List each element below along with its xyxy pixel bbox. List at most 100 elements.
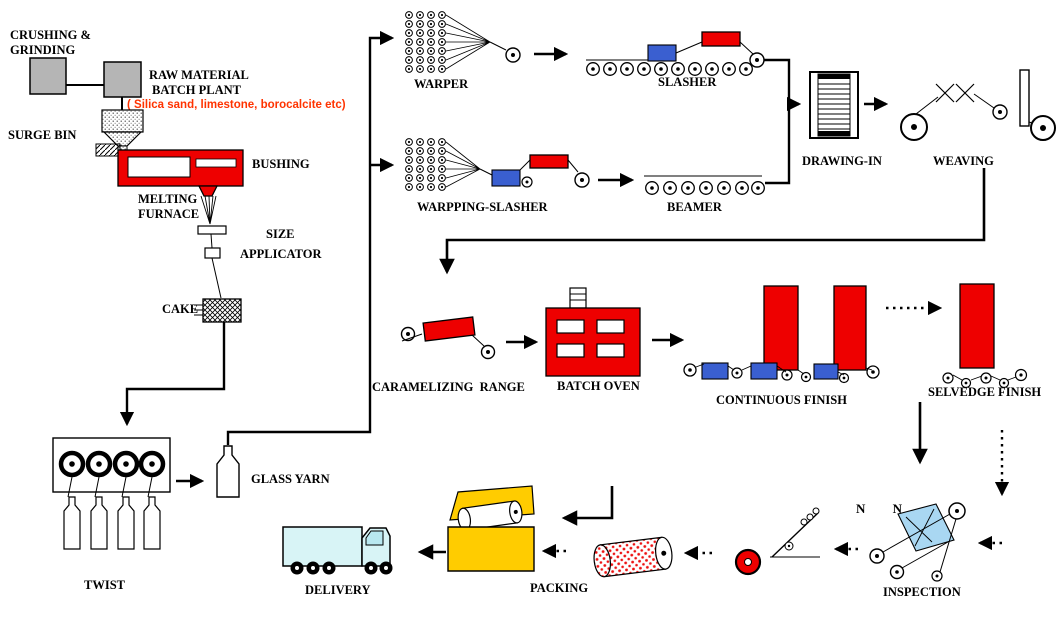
gathering-shoe bbox=[204, 247, 221, 259]
continuous-finish-label: CONTINUOUS FINISH bbox=[716, 393, 847, 407]
warpping-slasher-size-box bbox=[491, 169, 521, 187]
caramelizing-oven bbox=[422, 316, 476, 342]
melting-furnace-label-2: FURNACE bbox=[138, 207, 199, 221]
twist-machine: TWIST bbox=[52, 437, 171, 592]
selvedge-tower bbox=[959, 283, 995, 369]
truck-window bbox=[365, 530, 384, 546]
slasher-label: SLASHER bbox=[658, 75, 717, 89]
beamer-rollers bbox=[645, 181, 765, 195]
finish-threadline bbox=[695, 363, 873, 376]
slasher-rollers bbox=[586, 62, 753, 76]
slasher: SLASHER bbox=[586, 31, 802, 112]
glass-yarn: GLASS YARN bbox=[216, 445, 330, 498]
warpping-slasher-dryer bbox=[529, 154, 569, 169]
inspection-marks: N N bbox=[856, 501, 914, 516]
warper-yarn-fan bbox=[445, 14, 491, 70]
surge-bin-body bbox=[101, 109, 144, 133]
finish-tower-2 bbox=[833, 285, 867, 371]
forehearth-channel bbox=[195, 158, 237, 168]
drawing-in-frame bbox=[809, 71, 859, 139]
cake-label: CAKE bbox=[162, 302, 198, 316]
arrow-weaving-to-caramelizing bbox=[439, 168, 986, 275]
connector-beamer-to-drawing-in bbox=[765, 106, 791, 185]
truck-cargo-box bbox=[282, 526, 363, 567]
weaving: WEAVING bbox=[439, 69, 1056, 275]
batch-oven-body bbox=[545, 307, 641, 377]
size-applicator: SIZE APPLICATOR bbox=[197, 195, 322, 299]
cake-package bbox=[202, 298, 242, 323]
beamer: BEAMER bbox=[644, 106, 791, 214]
selvedge-finish-label: SELVEDGE FINISH bbox=[928, 385, 1041, 399]
truck-wheels bbox=[290, 561, 393, 575]
bushing-label: BUSHING bbox=[252, 157, 310, 171]
warpping-slasher-yarn-fan bbox=[445, 141, 481, 188]
caramelizing-range: CARAMELIZING RANGE bbox=[372, 316, 539, 394]
reed-beater bbox=[1019, 69, 1030, 127]
warpping-slasher-creel bbox=[405, 138, 446, 191]
twist-label: TWIST bbox=[84, 578, 126, 592]
delivery-label: DELIVERY bbox=[305, 583, 371, 597]
crushing-grinding-label-2: GRINDING bbox=[10, 43, 76, 57]
cloth-roll-package bbox=[541, 536, 673, 578]
warpping-slasher: WARPPING-SLASHER bbox=[405, 138, 635, 214]
dip-tank-2 bbox=[750, 362, 778, 380]
raw-material-note: ( Silica sand, limestone, borocalcite et… bbox=[127, 99, 346, 111]
size-applicator-label-1: SIZE bbox=[266, 227, 295, 241]
batch-oven-label: BATCH OVEN bbox=[557, 379, 640, 393]
dip-tank-3 bbox=[813, 363, 839, 380]
crushing-grinding-box bbox=[29, 57, 67, 95]
size-applicator-roll bbox=[197, 225, 227, 235]
strand-line bbox=[211, 257, 222, 299]
size-applicator-label-2: APPLICATOR bbox=[240, 247, 322, 261]
heddles bbox=[935, 83, 975, 103]
filament-fan bbox=[200, 195, 217, 225]
warper-label: WARPER bbox=[414, 77, 469, 91]
delivery: DELIVERY bbox=[282, 526, 446, 597]
batch-plant-box bbox=[103, 61, 142, 98]
twist-packages bbox=[58, 450, 166, 478]
drawing-in-label: DRAWING-IN bbox=[802, 154, 882, 168]
weaving-label: WEAVING bbox=[933, 154, 994, 168]
melting-furnace: MELTING FURNACE BUSHING bbox=[95, 143, 310, 221]
arrow-into-packing bbox=[561, 486, 614, 526]
inspection-frame bbox=[882, 513, 957, 573]
arrow-glass-yarn-to-warper bbox=[226, 30, 395, 445]
cake: CAKE bbox=[162, 298, 242, 323]
twist-threads bbox=[67, 476, 153, 498]
oven-stack bbox=[569, 287, 587, 309]
warper: WARPER bbox=[405, 11, 569, 91]
beamer-label: BEAMER bbox=[667, 200, 723, 214]
arrow-cake-to-twist bbox=[119, 322, 226, 427]
finish-tower-1 bbox=[763, 285, 799, 371]
packing: PACKING bbox=[447, 485, 614, 595]
flow-arrows-left bbox=[119, 30, 395, 489]
batch-oven: BATCH OVEN bbox=[545, 287, 685, 393]
crushing-grinding-label-1: CRUSHING & bbox=[10, 28, 91, 42]
arrow-slasher-to-drawing-in bbox=[764, 58, 802, 112]
batch-charger bbox=[95, 143, 121, 157]
slasher-dryer bbox=[701, 31, 741, 47]
slasher-size-box bbox=[647, 44, 677, 62]
furnace-melt-window bbox=[127, 156, 191, 178]
melting-furnace-label-1: MELTING bbox=[138, 192, 198, 206]
warpping-slasher-label: WARPPING-SLASHER bbox=[417, 200, 549, 214]
twist-spindles bbox=[63, 496, 161, 550]
raw-material-label-2: BATCH PLANT bbox=[152, 83, 242, 97]
winder bbox=[683, 507, 820, 576]
surge-bin-label: SURGE BIN bbox=[8, 128, 76, 142]
glass-yarn-bottle bbox=[216, 445, 240, 498]
bushing-block bbox=[197, 185, 219, 197]
inspection: N N INSPECTION bbox=[833, 501, 966, 599]
raw-material-section: CRUSHING & GRINDING RAW MATERIAL BATCH P… bbox=[8, 28, 346, 153]
dip-tank-1 bbox=[701, 362, 729, 380]
raw-material-label-1: RAW MATERIAL bbox=[149, 68, 249, 82]
warper-creel bbox=[405, 11, 446, 73]
caramelizing-range-label: CARAMELIZING RANGE bbox=[372, 380, 525, 394]
continuous-finish: CONTINUOUS FINISH bbox=[683, 285, 943, 465]
carton-body bbox=[447, 526, 535, 572]
packing-label: PACKING bbox=[530, 581, 588, 595]
selvedge-finish: SELVEDGE FINISH bbox=[928, 283, 1041, 551]
inspection-label: INSPECTION bbox=[883, 585, 961, 599]
